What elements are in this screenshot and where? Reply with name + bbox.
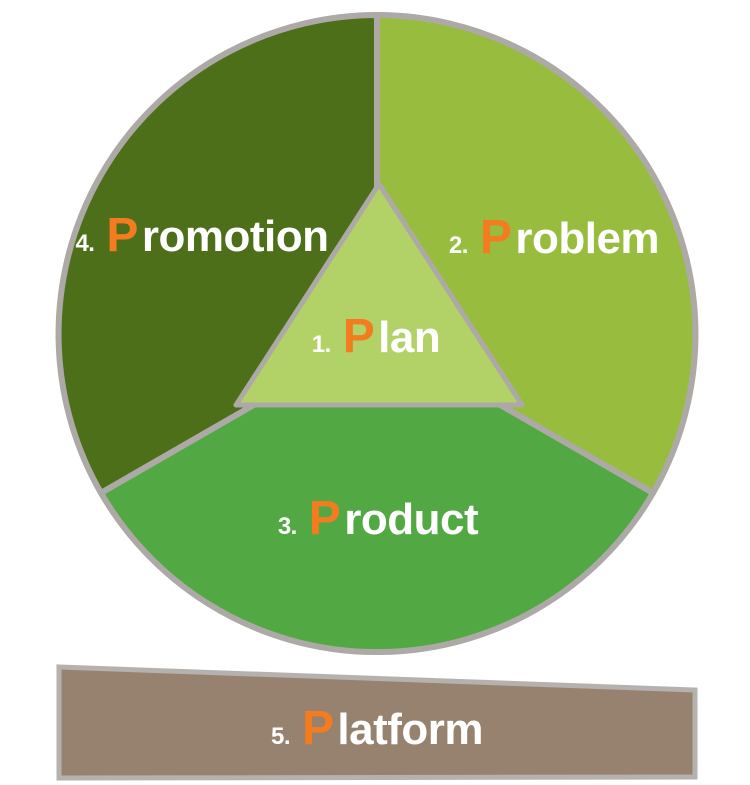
label-plan: 1. P lan (312, 310, 441, 363)
label-platform: 5. P latform (271, 702, 483, 755)
label-platform-rest: latform (337, 705, 483, 754)
label-promotion: 4. P romotion (75, 209, 328, 262)
sector-product (98, 331, 656, 655)
platform-bar (56, 664, 698, 781)
label-plan-number: 1. (312, 331, 331, 358)
label-plan-rest: lan (378, 313, 440, 362)
label-platform-number: 5. (271, 723, 290, 750)
label-product-rest: roduct (344, 495, 479, 544)
label-problem-number: 2. (449, 232, 468, 259)
label-promotion-initial: P (106, 209, 138, 262)
label-platform-initial: P (302, 702, 334, 755)
label-problem-initial: P (480, 211, 512, 264)
label-promotion-number: 4. (75, 230, 94, 257)
label-plan-initial: P (343, 310, 375, 363)
label-problem-rest: roblem (515, 214, 659, 263)
triangle-plan (233, 181, 525, 408)
label-problem: 2. P roblem (449, 211, 659, 264)
label-product-number: 3. (278, 513, 297, 540)
label-promotion-rest: romotion (142, 212, 329, 261)
label-product: 3. P roduct (278, 492, 479, 545)
circle-group (55, 12, 699, 655)
label-product-initial: P (309, 492, 341, 545)
